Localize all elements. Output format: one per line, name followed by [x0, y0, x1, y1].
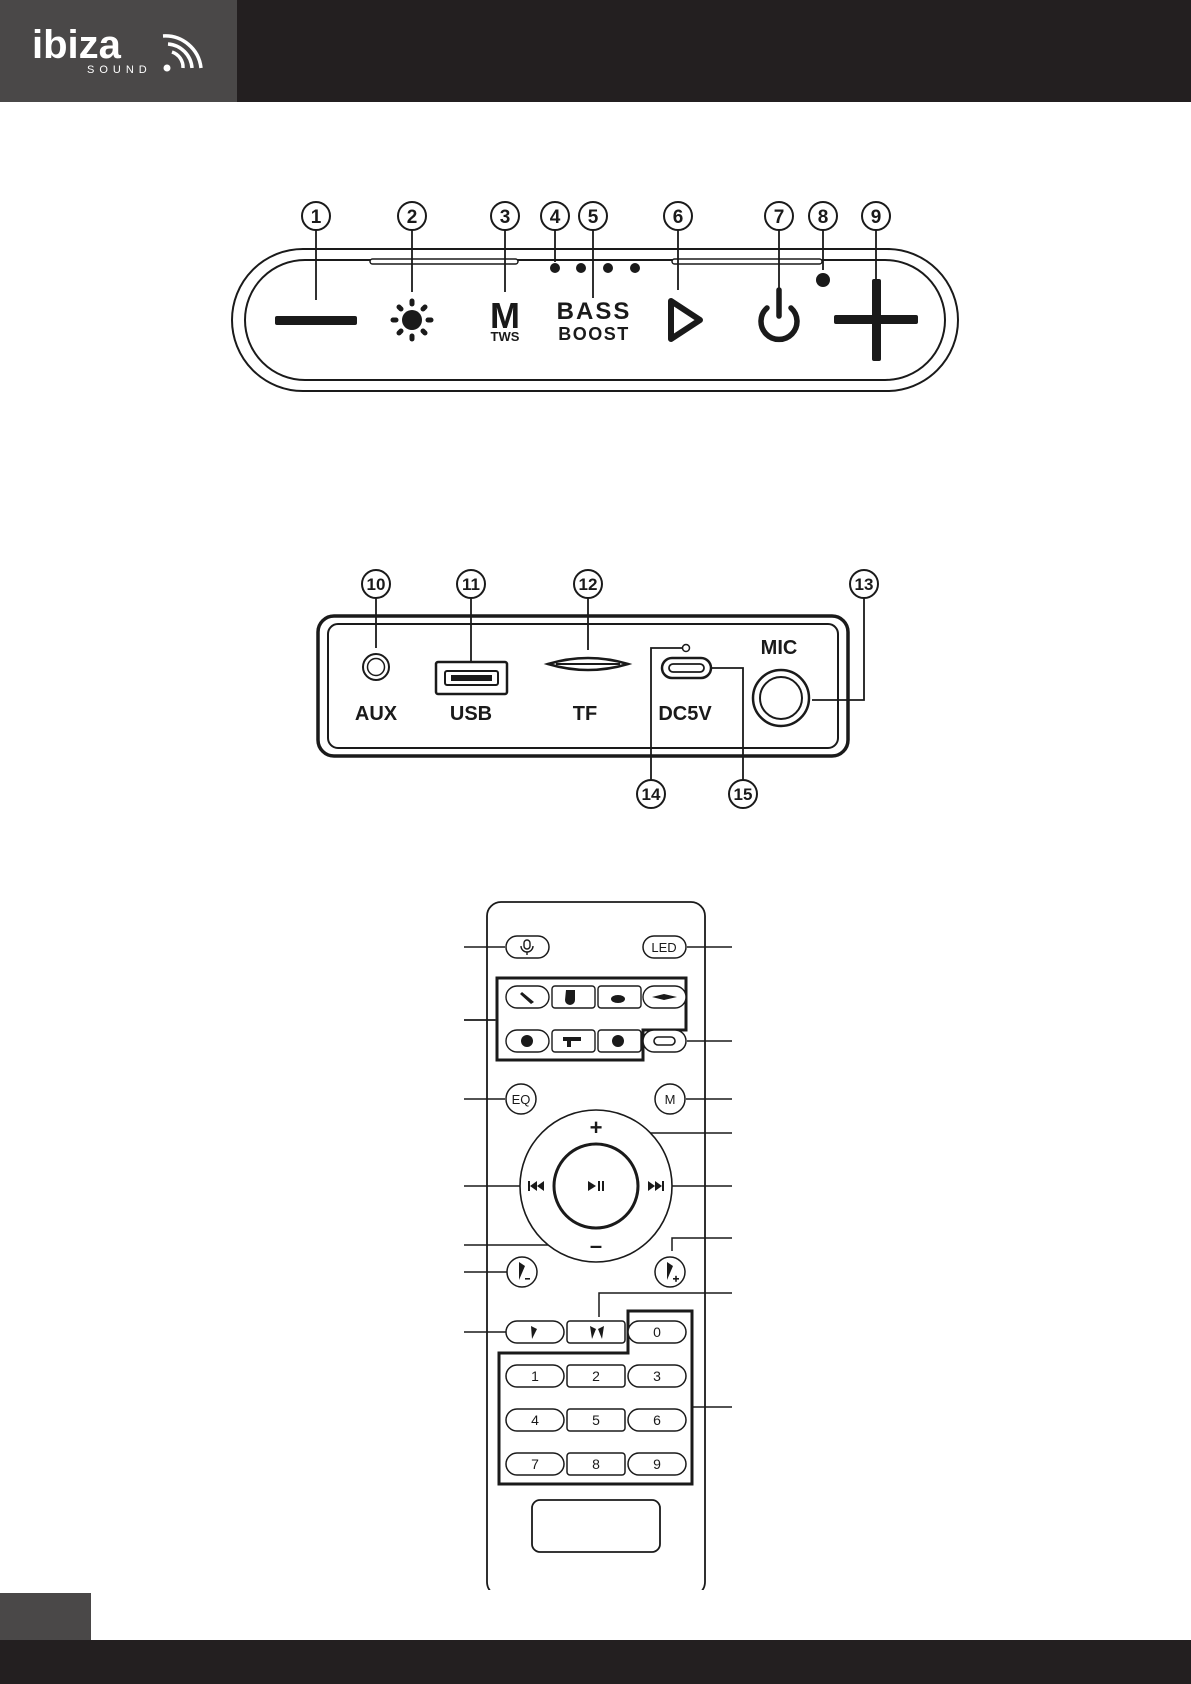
- callout-7: 7: [774, 207, 785, 228]
- key-3[interactable]: 3: [628, 1365, 686, 1387]
- key-2-label: 2: [592, 1368, 600, 1384]
- key-0[interactable]: 0: [628, 1321, 686, 1343]
- aux-jack[interactable]: [363, 654, 389, 680]
- volume-down-button[interactable]: –: [590, 1233, 602, 1258]
- minus-icon[interactable]: [275, 316, 357, 325]
- tf-card-slot[interactable]: [548, 658, 628, 670]
- volume-up-button[interactable]: +: [590, 1115, 603, 1140]
- mode-button[interactable]: M: [655, 1084, 685, 1114]
- tf-label: TF: [573, 703, 597, 725]
- key-7[interactable]: 7: [506, 1453, 564, 1475]
- top-panel-diagram: 1 2 3 4 5 6 7 8 9: [0, 0, 1191, 420]
- key-7-label: 7: [531, 1456, 539, 1472]
- footer-bar: [0, 1640, 1191, 1684]
- key-4-label: 4: [531, 1412, 539, 1428]
- callout-10: 10: [367, 575, 386, 594]
- eq-label: EQ: [512, 1092, 531, 1107]
- led-button[interactable]: LED: [643, 936, 686, 958]
- usb-c-port[interactable]: [662, 658, 711, 678]
- status-led: [816, 273, 830, 287]
- callout-1: 1: [311, 207, 322, 228]
- key-6-label: 6: [653, 1412, 661, 1428]
- key-1[interactable]: 1: [506, 1365, 564, 1387]
- key-3-label: 3: [653, 1368, 661, 1384]
- callout-13: 13: [855, 575, 874, 594]
- key-9[interactable]: 9: [628, 1453, 686, 1475]
- key-8-label: 8: [592, 1456, 600, 1472]
- dc5v-label: DC5V: [658, 703, 712, 725]
- key-8[interactable]: 8: [567, 1453, 625, 1475]
- effect-icon-3: [611, 995, 625, 1003]
- usb-port[interactable]: [436, 662, 507, 694]
- top-slot-left: [370, 259, 518, 264]
- key-6[interactable]: 6: [628, 1409, 686, 1431]
- callout-3: 3: [500, 207, 511, 228]
- charge-led: [683, 645, 690, 652]
- sun-icon[interactable]: [393, 301, 431, 339]
- power-icon[interactable]: [761, 290, 797, 339]
- boost-label: BOOST: [558, 324, 630, 344]
- eq-button[interactable]: EQ: [506, 1084, 536, 1114]
- callout-12: 12: [579, 575, 598, 594]
- key-9-label: 9: [653, 1456, 661, 1472]
- callout-6: 6: [673, 207, 684, 228]
- key-5[interactable]: 5: [567, 1409, 625, 1431]
- key-2[interactable]: 2: [567, 1365, 625, 1387]
- ir-window: [532, 1500, 660, 1552]
- effect-icon-2: [565, 990, 575, 1005]
- mic-echo-button[interactable]: [506, 1321, 564, 1343]
- key-1-label: 1: [531, 1368, 539, 1384]
- usb-label: USB: [450, 703, 492, 725]
- callout-2: 2: [407, 207, 418, 228]
- mic-jack[interactable]: [753, 670, 809, 726]
- rear-panel-diagram: 10 11 12 13 14 15 AUX USB TF: [0, 560, 1191, 820]
- led-indicators: [550, 263, 640, 273]
- tws-label: TWS: [491, 329, 520, 344]
- callout-11: 11: [462, 575, 480, 594]
- callout-4: 4: [550, 207, 561, 228]
- mic-button[interactable]: [506, 936, 549, 958]
- key-0-label: 0: [653, 1324, 661, 1340]
- callout-9: 9: [871, 207, 882, 228]
- mode-tws-button[interactable]: M TWS: [490, 295, 520, 344]
- mic-volume-down-button[interactable]: [507, 1257, 537, 1287]
- key-5-label: 5: [592, 1412, 600, 1428]
- callout-8: 8: [818, 207, 829, 228]
- play-icon[interactable]: [671, 301, 700, 339]
- effect-icon-7: [612, 1035, 624, 1047]
- mic-volume-up-button[interactable]: [655, 1257, 685, 1287]
- bass-boost-button[interactable]: BASS BOOST: [553, 298, 633, 344]
- led-label: LED: [651, 940, 676, 955]
- aux-label: AUX: [355, 703, 398, 725]
- remote-control-diagram: LED EQ M + –: [0, 890, 1191, 1590]
- callout-5: 5: [588, 207, 599, 228]
- callout-15: 15: [734, 785, 753, 804]
- duet-mic-button[interactable]: [567, 1321, 625, 1343]
- effect-icon-5: [521, 1035, 533, 1047]
- repeat-button[interactable]: [643, 1030, 686, 1052]
- plus-icon[interactable]: [834, 279, 918, 361]
- m-label: M: [665, 1092, 676, 1107]
- callout-14: 14: [642, 785, 661, 804]
- mic-label: MIC: [761, 637, 798, 659]
- top-slot-right: [672, 259, 822, 264]
- bass-label: BASS: [557, 298, 632, 325]
- key-4[interactable]: 4: [506, 1409, 564, 1431]
